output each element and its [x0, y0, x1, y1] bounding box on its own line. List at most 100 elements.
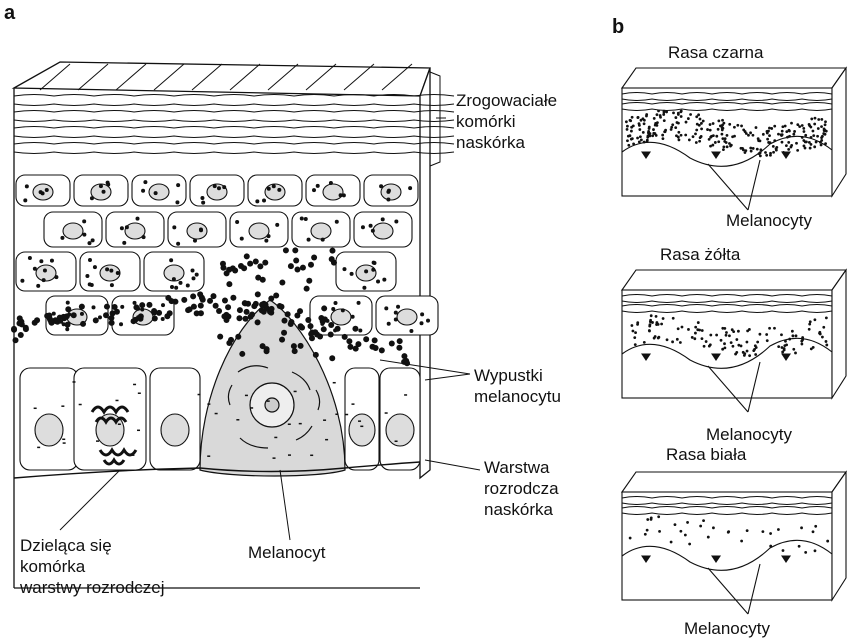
pigment-dot: [790, 146, 793, 149]
pigment-dot: [781, 125, 784, 128]
pigment-dot: [672, 111, 675, 114]
pigment-dot: [794, 352, 797, 355]
melanin-granule: [125, 225, 129, 229]
melanin-granule: [329, 355, 335, 361]
corneum-layer-line: [14, 120, 454, 122]
melanin-granule: [304, 286, 310, 292]
pigment-dot: [657, 109, 660, 112]
pigment-dot: [795, 334, 798, 337]
melanin-granule: [308, 323, 314, 329]
pigment-dot: [761, 530, 764, 533]
melanin-granule: [379, 347, 385, 353]
pigment-dot: [824, 123, 827, 126]
pigment-dot: [656, 121, 659, 124]
melanin-granule: [99, 184, 103, 188]
melanin-granule: [228, 337, 234, 343]
melanin-granule: [49, 320, 55, 326]
melanin-granule: [285, 311, 291, 317]
pigment-dot: [694, 332, 697, 335]
pigment-dot: [784, 340, 787, 343]
pigment-dot: [734, 353, 737, 356]
pigment-dot: [699, 525, 702, 528]
melanin-granule: [426, 319, 430, 323]
melanin-granule: [306, 278, 312, 284]
pigment-dot: [748, 354, 751, 357]
pigment-dot: [709, 129, 712, 132]
pigment-dot: [688, 543, 691, 546]
pigment-dot: [722, 122, 725, 125]
melanin-granule: [235, 334, 241, 340]
melanin-granule: [23, 326, 29, 332]
pigment-dot: [754, 353, 757, 356]
pigment-dot: [677, 122, 680, 125]
pigment-dot: [795, 142, 798, 145]
melanin-granule: [119, 322, 123, 326]
melanin-granule: [342, 267, 346, 271]
melanin-granule: [93, 317, 99, 323]
pigment-dot: [786, 136, 789, 139]
melanin-granule: [293, 257, 299, 263]
pigment-dot: [689, 113, 692, 116]
title-white: Rasa biała: [666, 444, 746, 465]
pigment-dot: [728, 123, 731, 126]
melanin-granule: [372, 261, 376, 265]
melanin-granule: [255, 291, 261, 297]
melanin-granule: [186, 283, 190, 287]
melanin-granule: [304, 217, 308, 221]
panel-b-letter: b: [612, 16, 624, 39]
pigment-dot: [701, 337, 704, 340]
pigment-dot: [646, 139, 649, 142]
pigment-dot: [766, 130, 769, 133]
pigment-dot: [817, 118, 820, 121]
pigment-dot: [721, 119, 724, 122]
melanin-granule: [136, 217, 140, 221]
pigment-dot: [726, 134, 729, 137]
pigment-dot: [721, 348, 724, 351]
pigment-dot: [709, 123, 712, 126]
pigment-dot: [647, 130, 650, 133]
keratinocyte-nucleus: [381, 184, 401, 200]
pigment-dot: [671, 340, 674, 343]
pigment-dot: [814, 525, 817, 528]
corneum-layer-line: [14, 104, 454, 106]
melanin-granule: [232, 267, 238, 273]
pigment-dot: [680, 110, 683, 113]
melanin-granule: [299, 325, 305, 331]
pigment-dot: [684, 134, 687, 137]
pigment-dot: [824, 142, 827, 145]
melanin-granule: [396, 305, 400, 309]
pigment-dot: [644, 533, 647, 536]
pigment-dot: [655, 315, 658, 318]
pigment-dot: [714, 141, 717, 144]
pigment-dot: [671, 123, 674, 126]
melanin-granule: [152, 316, 158, 322]
pigment-dot: [699, 118, 702, 121]
melanin-granule: [226, 281, 232, 287]
pigment-dot: [626, 139, 629, 142]
melanin-granule: [198, 310, 204, 316]
pigment-dot: [652, 128, 655, 131]
melanin-granule: [341, 308, 345, 312]
melanin-granule: [362, 286, 366, 290]
melanin-granule: [39, 190, 43, 194]
melanin-granule: [120, 305, 124, 309]
pigment-dot: [712, 526, 715, 529]
pigment-dot: [737, 330, 740, 333]
melanin-granule: [131, 318, 137, 324]
melanin-granule: [11, 326, 17, 332]
pigment-dot: [722, 127, 725, 130]
pigment-dot: [651, 134, 654, 137]
pigment-dot: [769, 141, 772, 144]
melanin-granule: [199, 228, 203, 232]
keratinocyte-nucleus: [36, 265, 56, 281]
pigment-dot: [781, 141, 784, 144]
melanin-granule: [34, 408, 37, 410]
pigment-dot: [810, 118, 813, 121]
pigment-dot: [809, 147, 812, 150]
pigment-dot: [638, 140, 641, 143]
pigment-dot: [803, 130, 806, 133]
pigment-dot: [665, 111, 668, 114]
pigment-dot: [800, 343, 803, 346]
pigment-dot: [815, 141, 818, 144]
melanin-granule: [220, 261, 226, 267]
